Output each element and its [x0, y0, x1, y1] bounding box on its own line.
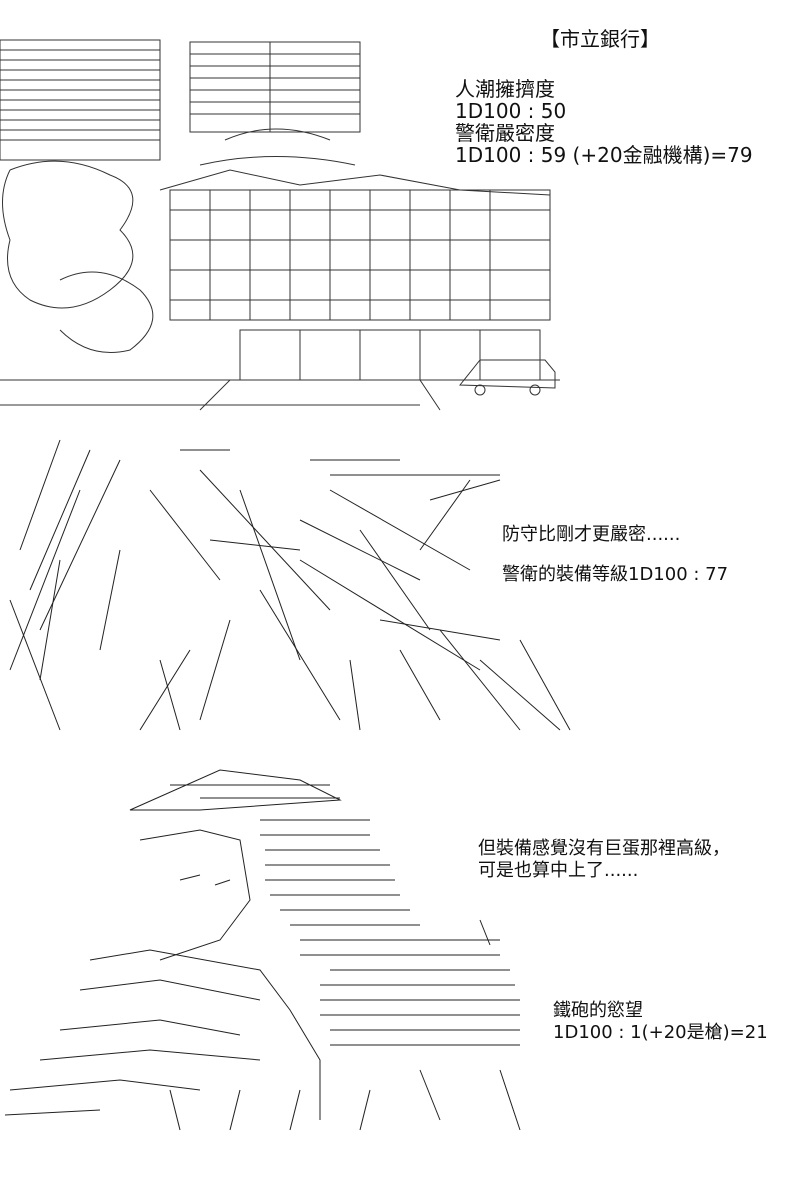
gun-desire-caption: 鐵砲的慾望 1D100 : 1(+20是槍)=21 — [553, 1000, 768, 1044]
equipment-line-1: 但裝備感覺沒有巨蛋那裡高級， — [478, 838, 730, 859]
defense-caption: 防守比剛才更嚴密...... 警衛的裝備等級1D100 : 77 — [502, 524, 728, 586]
equipment-roll-line: 警衛的裝備等級1D100 : 77 — [502, 564, 729, 585]
bank-building-illustration — [0, 39, 560, 411]
crowd-label: 人潮擁擠度 — [455, 77, 555, 101]
bank-scene-panel: 【市立銀行】 人潮擁擠度 1D100 : 50 警衛嚴密度 1D100 : 59… — [0, 0, 800, 420]
defense-line: 防守比剛才更嚴密...... — [502, 524, 681, 545]
equipment-line-2: 可是也算中上了...... — [478, 860, 639, 881]
bank-stats-block: 人潮擁擠度 1D100 : 50 警衛嚴密度 1D100 : 59 (+20金融… — [455, 78, 753, 166]
character-panel: 但裝備感覺沒有巨蛋那裡高級， 可是也算中上了...... 鐵砲的慾望 1D100… — [0, 760, 800, 1140]
guard-roll: 1D100 : 59 (+20金融機構)=79 — [455, 143, 753, 167]
crowd-roll: 1D100 : 50 — [455, 99, 567, 123]
character-illustration — [4, 769, 521, 1131]
gun-desire-label: 鐵砲的慾望 — [553, 1000, 643, 1021]
equipment-caption: 但裝備感覺沒有巨蛋那裡高級， 可是也算中上了...... — [478, 838, 730, 882]
gun-desire-roll: 1D100 : 1(+20是槍)=21 — [553, 1022, 768, 1043]
action-panel: 防守比剛才更嚴密...... 警衛的裝備等級1D100 : 77 — [0, 430, 800, 750]
speed-lines-illustration — [9, 439, 571, 731]
guard-label: 警衛嚴密度 — [455, 121, 555, 145]
location-title: 【市立銀行】 — [540, 27, 660, 51]
